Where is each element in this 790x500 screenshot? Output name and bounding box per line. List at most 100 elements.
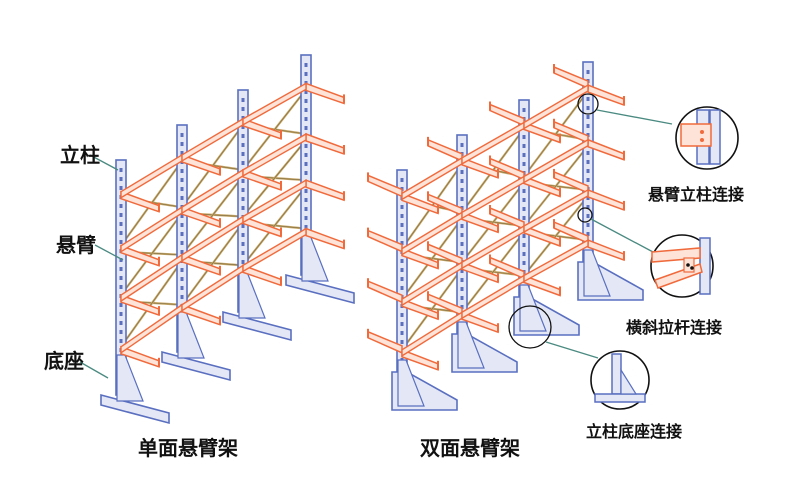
single-column-2-hole — [180, 295, 184, 299]
callout-circle-column-base — [508, 305, 552, 349]
single-column-4-hole — [304, 198, 308, 202]
double-column-1-hole — [400, 259, 404, 263]
single-column-1-hole — [119, 276, 123, 280]
single-column-4-hole — [304, 171, 308, 175]
single-beam-3-2 — [242, 132, 307, 178]
single-column-2-hole — [180, 151, 184, 155]
detail-arm-column-label: 悬臂立柱连接 — [647, 185, 744, 204]
double-brace-3-2b-edge — [523, 145, 589, 227]
single-column-1-hole — [119, 330, 123, 334]
double-base-2-gusset — [457, 321, 485, 369]
single-column-1-hole — [119, 321, 123, 325]
double-column-3-hole — [522, 135, 526, 139]
single-beam-2-2 — [181, 168, 244, 215]
double-column-2-hole — [460, 197, 464, 201]
single-column-4-hole — [304, 108, 308, 112]
double-beam-3-4 — [523, 238, 589, 283]
leader-arm-label — [94, 244, 124, 261]
leader-base-label — [79, 361, 109, 379]
single-column-3-hole — [241, 242, 245, 246]
double-column-1-hole — [400, 331, 404, 335]
double-beam-3-2 — [523, 138, 589, 184]
arm-label: 悬臂 — [56, 233, 96, 257]
double-column-1-hole — [400, 322, 404, 326]
single-column-4-hole — [304, 99, 308, 103]
single-column-1-hole — [119, 204, 123, 208]
double-column-2-hole — [460, 170, 464, 174]
single-brace-2-3b-edge — [181, 222, 244, 305]
double-brace-3-1b-edge — [523, 90, 589, 177]
single-column-4-hole — [304, 153, 308, 157]
double-brace-2-3b-edge — [461, 231, 525, 313]
double-brace-1-2b-edge — [401, 218, 463, 300]
single-column-1-hole — [119, 303, 123, 307]
double-column-3-hole — [522, 162, 526, 166]
single-sided-title: 单面悬臂架 — [138, 436, 238, 460]
single-column-4-hole — [304, 72, 308, 76]
double-column-4-hole — [586, 160, 590, 164]
single-column-4-hole — [304, 216, 308, 220]
single-column-3-hole — [241, 188, 245, 192]
double-column-4-hole — [586, 178, 590, 182]
single-column-3-hole — [241, 251, 245, 255]
single-column-4-hole — [304, 63, 308, 67]
single-column-4-hole — [304, 207, 308, 211]
single-column-3-hole — [241, 161, 245, 165]
double-column-2-hole — [460, 242, 464, 246]
single-column-1-hole — [119, 168, 123, 172]
single-column-3-hole — [241, 116, 245, 120]
leader-column-label — [89, 154, 119, 171]
single-column-2-hole — [180, 178, 184, 182]
double-column-1-hole — [400, 340, 404, 344]
single-base-3 — [222, 310, 292, 342]
double-column-3-hole — [522, 189, 526, 193]
single-column-1-hole — [119, 231, 123, 235]
single-column-1-hole — [119, 186, 123, 190]
double-column-3-hole — [522, 153, 526, 157]
single-column-2-hole — [180, 241, 184, 245]
double-column-4-hole — [586, 106, 590, 110]
single-beam-2-1 — [181, 117, 244, 163]
single-column-2-hole — [180, 277, 184, 281]
single-column-2-hole — [180, 187, 184, 191]
single-column-2-hole — [180, 142, 184, 146]
double-beam-3-3 — [523, 188, 589, 234]
detail-arm-column-connection — [675, 106, 739, 170]
single-column-4-hole — [304, 90, 308, 94]
double-column-1-hole — [400, 286, 404, 290]
single-brace-1-2b-edge — [120, 212, 183, 296]
double-column-3-hole — [522, 144, 526, 148]
single-column-1-hole — [119, 222, 123, 226]
double-beam-3-1 — [523, 83, 589, 130]
double-column-4-hole — [586, 70, 590, 74]
single-column-1-hole — [119, 258, 123, 262]
double-column-1-hole — [400, 241, 404, 245]
single-column-1-hole — [119, 267, 123, 271]
single-beam-3-1 — [242, 82, 307, 127]
double-column-1-hole — [400, 313, 404, 317]
double-brace-3-3b-edge — [523, 195, 589, 276]
double-column-2-hole — [460, 305, 464, 309]
single-column-1-hole — [119, 213, 123, 217]
double-column-1-hole — [400, 277, 404, 281]
single-brace-1-3b-edge — [120, 260, 183, 347]
single-column-2-hole — [180, 196, 184, 200]
single-column-3-hole — [241, 152, 245, 156]
double-column-2-hole — [460, 179, 464, 183]
single-column-4-hole — [304, 162, 308, 166]
double-beam-1-1 — [401, 156, 463, 201]
leader-column-base — [545, 341, 599, 359]
single-column-3-hole — [241, 179, 245, 183]
double-column-4-hole — [586, 97, 590, 101]
single-column-1-hole — [119, 285, 123, 289]
double-base-3-gusset — [519, 284, 547, 332]
single-column-1-hole — [119, 312, 123, 316]
single-column-3-hole — [241, 134, 245, 138]
single-brace-3-3b-edge — [242, 186, 307, 266]
double-column-4-hole — [586, 151, 590, 155]
double-column-1-hole — [400, 178, 404, 182]
detail-column-base-label: 立柱底座连接 — [586, 422, 682, 441]
double-column-2-hole — [460, 278, 464, 282]
